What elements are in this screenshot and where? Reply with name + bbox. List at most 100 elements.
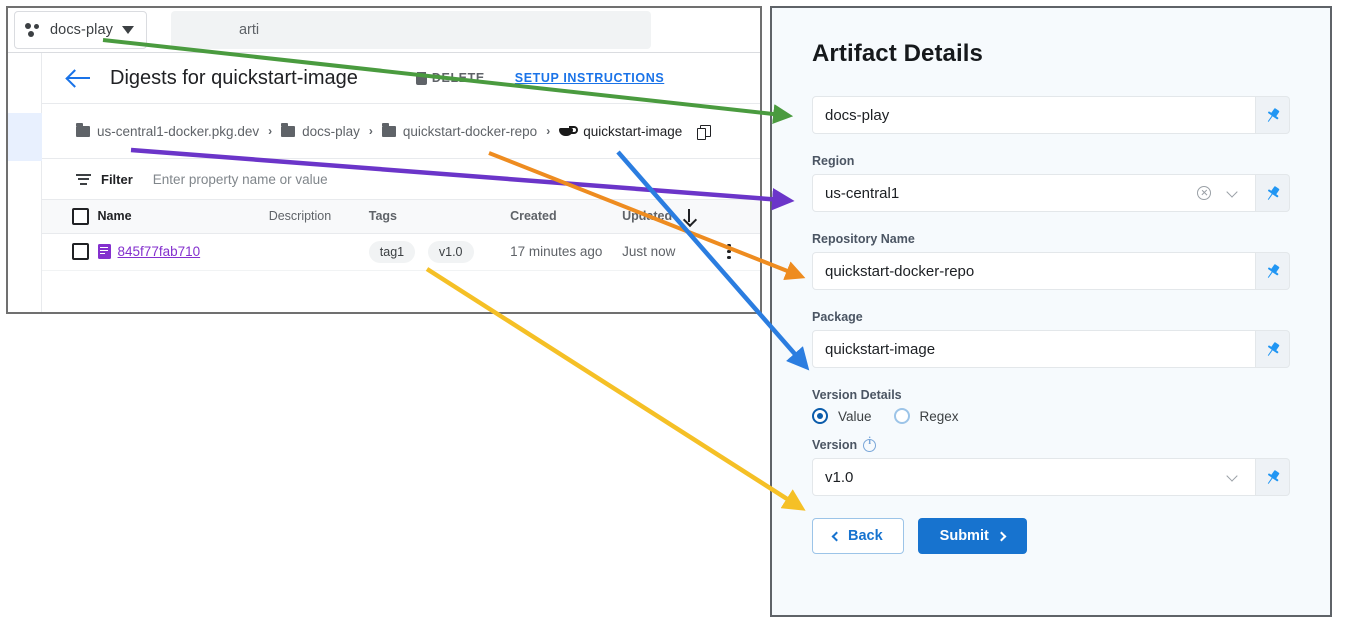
row-name-cell: 845f77fab710 — [96, 233, 268, 271]
package-input-value: quickstart-image — [825, 340, 936, 358]
row-actions-cell — [726, 233, 760, 271]
pin-button-package[interactable] — [1256, 330, 1290, 368]
folder-icon — [281, 122, 296, 137]
console-left-rail — [8, 53, 42, 312]
digest-doc-icon — [97, 244, 111, 259]
row-tags-cell: tag1 v1.0 — [367, 233, 510, 271]
filter-icon — [76, 173, 91, 185]
info-icon[interactable] — [863, 436, 877, 452]
repository-name-input[interactable]: quickstart-docker-repo — [812, 252, 1256, 290]
pin-icon — [1262, 183, 1283, 204]
back-button-label: Back — [848, 528, 883, 544]
console-top-bar: docs-play arti — [8, 8, 760, 53]
submit-button-label: Submit — [939, 528, 989, 544]
region-input-value: us-central1 — [825, 184, 900, 202]
panel-buttons: Back Submit — [812, 518, 1290, 554]
field-version: Version v1.0 — [812, 436, 1290, 496]
region-label: Region — [812, 154, 855, 168]
setup-instructions-link[interactable]: SETUP INSTRUCTIONS — [514, 71, 665, 85]
trash-icon — [415, 71, 427, 85]
chevron-down-icon[interactable] — [1227, 188, 1237, 198]
chevron-left-icon — [831, 531, 842, 541]
breadcrumb-item-host[interactable]: us-central1-docker.pkg.dev — [76, 122, 260, 139]
copy-icon[interactable] — [697, 124, 712, 140]
row-created-cell: 17 minutes ago — [509, 233, 622, 271]
delete-button[interactable]: DELETE — [415, 71, 485, 85]
digest-link[interactable]: 845f77fab710 — [117, 244, 201, 259]
project-input-value: docs-play — [825, 106, 890, 124]
row-updated-cell: Just now — [621, 233, 727, 271]
pin-icon — [1262, 467, 1283, 488]
field-region: Region us-central1 — [812, 154, 1290, 212]
project-selector-label: docs-play — [50, 22, 113, 38]
column-header-tags[interactable]: Tags — [367, 200, 510, 234]
column-header-updated-label: Updated — [622, 209, 673, 224]
breadcrumb-item-image-label: quickstart-image — [583, 123, 683, 139]
back-button[interactable]: Back — [812, 518, 904, 554]
column-header-description[interactable]: Description — [267, 200, 368, 234]
breadcrumb-item-host-label: us-central1-docker.pkg.dev — [97, 123, 260, 139]
folder-icon — [76, 122, 90, 137]
column-header-created[interactable]: Created — [509, 200, 622, 234]
search-input[interactable]: arti — [170, 11, 651, 49]
digests-table: Name Description Tags Created Updated — [42, 200, 760, 271]
filter-label: Filter — [101, 171, 133, 187]
back-arrow-icon[interactable] — [66, 67, 92, 89]
repository-name-label: Repository Name — [812, 232, 915, 246]
breadcrumb-item-repo[interactable]: quickstart-docker-repo — [381, 122, 538, 139]
version-label-wrap: Version — [812, 436, 1290, 452]
search-input-value: arti — [238, 22, 260, 38]
table-row[interactable]: 845f77fab710 tag1 v1.0 17 minutes ago Ju… — [42, 233, 760, 271]
select-all-cell — [42, 200, 97, 234]
pin-button-repository[interactable] — [1256, 252, 1290, 290]
rail-active-indicator — [8, 113, 42, 161]
arrow-down-icon — [683, 209, 694, 223]
panel-title: Artifact Details — [812, 40, 983, 67]
field-version-details: Version Details Value Regex — [812, 388, 1290, 424]
artifact-details-panel: Artifact Details docs-play Region us — [770, 6, 1332, 617]
version-label: Version — [812, 438, 858, 452]
clear-icon[interactable] — [1197, 186, 1211, 200]
gcp-console-window: docs-play arti Digests for quickstart-im… — [6, 6, 762, 314]
tag-chip[interactable]: tag1 — [368, 240, 416, 263]
filter-bar: Filter Enter property name or value — [42, 159, 760, 200]
chevron-down-icon[interactable] — [1227, 472, 1237, 482]
page-header: Digests for quickstart-image DELETE SETU… — [42, 53, 760, 104]
table-header-row: Name Description Tags Created Updated — [42, 200, 760, 234]
pin-icon — [1262, 339, 1283, 360]
pin-button-region[interactable] — [1256, 174, 1290, 212]
breadcrumb-item-repo-label: quickstart-docker-repo — [402, 123, 538, 139]
breadcrumb-separator: › — [268, 124, 273, 138]
breadcrumb-item-project[interactable]: docs-play — [281, 122, 360, 139]
breadcrumb-separator: › — [546, 124, 551, 138]
package-input[interactable]: quickstart-image — [812, 330, 1256, 368]
radio-regex-label: Regex — [919, 408, 959, 424]
checkbox-unchecked-icon[interactable] — [72, 243, 89, 260]
breadcrumb-separator: › — [368, 124, 373, 138]
filter-input[interactable]: Enter property name or value — [152, 171, 328, 187]
column-header-updated[interactable]: Updated — [621, 200, 727, 234]
chevron-down-icon — [121, 26, 134, 34]
checkbox-unchecked-icon[interactable] — [72, 207, 89, 225]
tag-chip[interactable]: v1.0 — [427, 240, 474, 263]
breadcrumb-item-image: quickstart-image — [559, 124, 682, 139]
column-header-name[interactable]: Name — [96, 200, 268, 234]
pin-button-version[interactable] — [1256, 458, 1290, 496]
region-input[interactable]: us-central1 — [812, 174, 1256, 212]
field-package: Package quickstart-image — [812, 310, 1290, 368]
pin-button-project[interactable] — [1256, 96, 1290, 134]
breadcrumb: us-central1-docker.pkg.dev › docs-play ›… — [42, 104, 760, 159]
package-label: Package — [812, 310, 863, 324]
radio-value[interactable] — [812, 408, 828, 424]
project-input[interactable]: docs-play — [812, 96, 1256, 134]
submit-button[interactable]: Submit — [917, 518, 1027, 554]
version-input[interactable]: v1.0 — [812, 458, 1256, 496]
row-checkbox-cell — [42, 233, 97, 271]
page-header-actions: DELETE SETUP INSTRUCTIONS — [415, 71, 665, 85]
version-input-value: v1.0 — [825, 468, 854, 486]
project-selector[interactable]: docs-play — [14, 11, 147, 49]
row-description-cell — [267, 233, 368, 271]
radio-regex[interactable] — [893, 408, 910, 424]
more-vert-icon[interactable] — [727, 243, 731, 260]
page-title: Digests for quickstart-image — [110, 66, 358, 89]
